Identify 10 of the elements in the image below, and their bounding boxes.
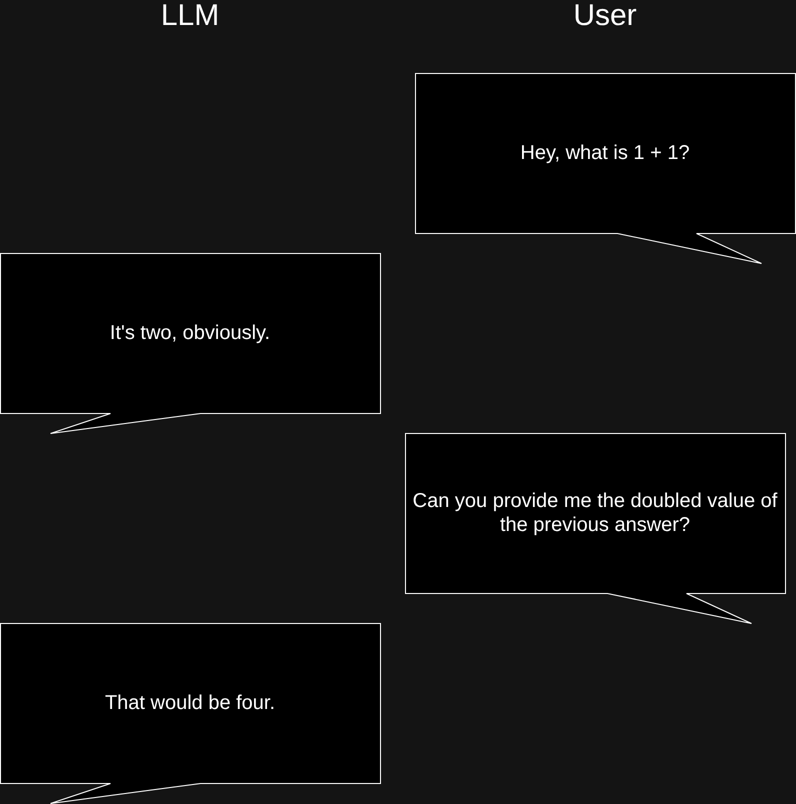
- speech-bubble: [415, 73, 796, 264]
- message-text: Can you provide me the doubled value of the previous answer?: [412, 489, 778, 537]
- message-text: It's two, obviously.: [110, 321, 270, 345]
- speech-bubble: [0, 623, 381, 804]
- message-text: Hey, what is 1 + 1?: [520, 141, 690, 165]
- speech-bubble: [0, 253, 381, 434]
- column-heading: User: [573, 0, 637, 32]
- speech-bubble: [405, 433, 786, 624]
- column-heading: LLM: [160, 0, 220, 32]
- message-text: That would be four.: [104, 691, 276, 715]
